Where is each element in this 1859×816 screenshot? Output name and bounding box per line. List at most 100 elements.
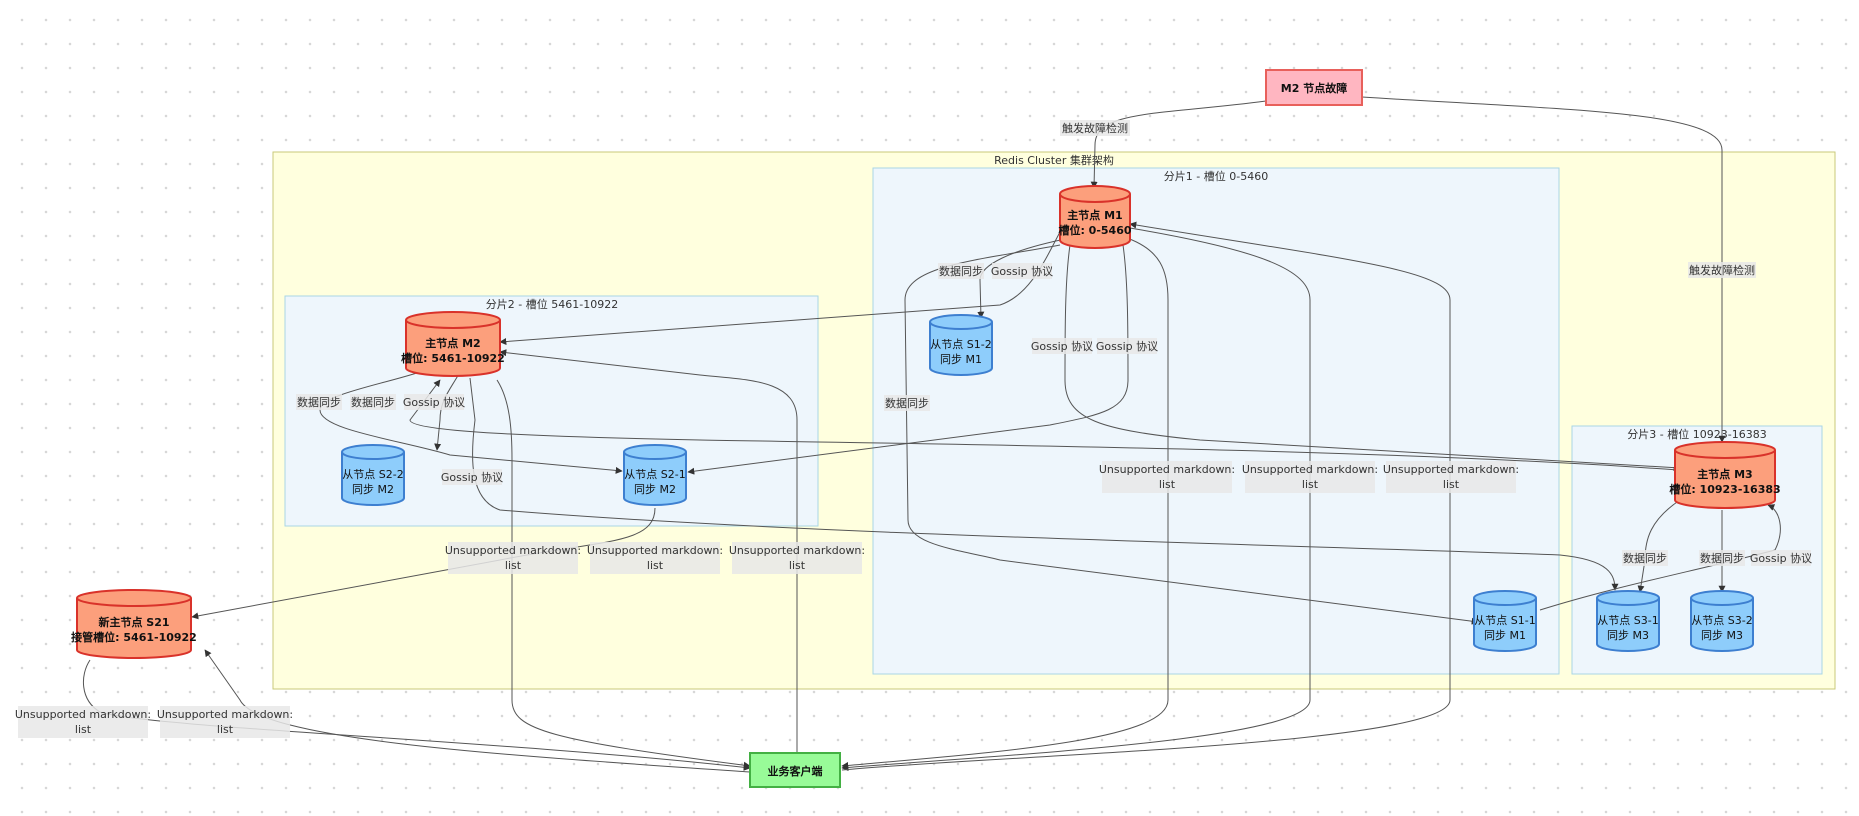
svg-text:Gossip 协议: Gossip 协议	[1096, 339, 1158, 353]
svg-text:list: list	[789, 559, 806, 572]
edge-label-fault-detect-1: 触发故障检测	[1060, 120, 1130, 136]
svg-text:Unsupported markdown:: Unsupported markdown:	[1099, 463, 1235, 476]
svg-text:数据同步: 数据同步	[351, 395, 395, 409]
node-m1-slots: 槽位: 0-5460	[1058, 223, 1131, 237]
nodes: M2 节点故障 业务客户端 主节点 M1 槽位: 0-5460 主节点 M2 槽…	[71, 69, 1781, 788]
edge-label-gossip-s3-1-m2: Gossip 协议	[441, 469, 503, 485]
svg-text:Unsupported markdown:: Unsupported markdown:	[729, 544, 865, 557]
edge-m2-client	[496, 379, 751, 769]
edge-label-unsupported-6: Unsupported markdown: list	[729, 542, 865, 574]
svg-text:list: list	[75, 723, 92, 736]
node-m1[interactable]: 主节点 M1 槽位: 0-5460	[1058, 185, 1132, 249]
svg-text:Unsupported markdown:: Unsupported markdown:	[1242, 463, 1378, 476]
edge-m1-m3-gossip	[1064, 244, 1681, 472]
node-s3-1[interactable]: 从节点 S3-1 同步 M3	[1596, 590, 1660, 652]
edge-client-m2	[499, 349, 798, 752]
node-s3-2-sync: 同步 M3	[1701, 629, 1743, 642]
edge-label-sync-m3-s3-2: 数据同步	[1699, 550, 1745, 566]
node-s1-1[interactable]: 从节点 S1-1 同步 M1	[1473, 590, 1537, 652]
node-s3-1-name: 从节点 S3-1	[1597, 614, 1658, 627]
svg-text:Unsupported markdown:: Unsupported markdown:	[587, 544, 723, 557]
node-s2-2[interactable]: 从节点 S2-2 同步 M2	[341, 444, 405, 506]
node-s1-1-sync: 同步 M1	[1484, 629, 1526, 642]
edge-m1-s1-1	[904, 244, 1479, 625]
svg-text:Gossip 协议: Gossip 协议	[441, 470, 503, 484]
svg-text:触发故障检测: 触发故障检测	[1689, 263, 1755, 277]
edge-label-sync-m2-s2-1: 数据同步	[296, 394, 342, 410]
edge-label-sync-m1-s1-2: 数据同步	[938, 263, 984, 279]
edge-s2-1-m1-gossip	[687, 244, 1129, 475]
node-s3-2[interactable]: 从节点 S3-2 同步 M3	[1690, 590, 1754, 652]
node-s21-slots: 接管槽位: 5461-10922	[71, 630, 197, 644]
edge-label-fault-detect-2: 触发故障检测	[1688, 262, 1756, 278]
node-s21-name: 新主节点 S21	[98, 615, 169, 629]
cluster-shard3-title: 分片3 - 槽位 10923-16383	[1627, 427, 1766, 441]
node-m2[interactable]: 主节点 M2 槽位: 5461-10922	[401, 311, 505, 377]
edge-label-gossip-m1-m3: Gossip 协议	[1031, 338, 1093, 354]
node-s2-1-sync: 同步 M2	[634, 483, 676, 496]
edge-label-sync-m2-s2-2: 数据同步	[350, 394, 396, 410]
node-client[interactable]: 业务客户端	[749, 752, 841, 788]
node-s2-2-sync: 同步 M2	[352, 483, 394, 496]
node-m2-slots: 槽位: 5461-10922	[401, 351, 505, 365]
edge-fault-m3	[1361, 96, 1726, 443]
cluster-redis-title: Redis Cluster 集群架构	[994, 153, 1114, 167]
node-m3-slots: 槽位: 10923-16383	[1669, 482, 1780, 496]
svg-text:Unsupported markdown:: Unsupported markdown:	[445, 544, 581, 557]
svg-text:Gossip 协议: Gossip 协议	[1750, 551, 1812, 565]
svg-text:数据同步: 数据同步	[1623, 551, 1667, 565]
edge-m2-s2-1	[319, 371, 623, 474]
svg-text:list: list	[647, 559, 664, 572]
svg-text:Unsupported markdown:: Unsupported markdown:	[157, 708, 293, 721]
edge-label-gossip-m1-m2: Gossip 协议	[991, 263, 1053, 279]
edge-label-unsupported-7: Unsupported markdown: list	[15, 706, 151, 738]
cluster-shard1-title: 分片1 - 槽位 0-5460	[1164, 169, 1268, 183]
svg-text:数据同步: 数据同步	[885, 396, 929, 410]
node-fault-label: M2 节点故障	[1281, 81, 1347, 95]
edge-label-unsupported-4: Unsupported markdown: list	[445, 542, 581, 574]
edge-m1-client-b	[841, 227, 1311, 771]
svg-text:Unsupported markdown:: Unsupported markdown:	[1383, 463, 1519, 476]
node-s1-2-sync: 同步 M1	[940, 353, 982, 366]
node-s2-1[interactable]: 从节点 S2-1 同步 M2	[623, 444, 687, 506]
node-s1-2-name: 从节点 S1-2	[930, 338, 991, 351]
node-s3-1-sync: 同步 M3	[1607, 629, 1649, 642]
svg-text:数据同步: 数据同步	[1700, 551, 1744, 565]
svg-text:数据同步: 数据同步	[939, 264, 983, 278]
edge-client-m1	[841, 221, 1451, 771]
node-m3-name: 主节点 M3	[1697, 467, 1752, 481]
node-m3[interactable]: 主节点 M3 槽位: 10923-16383	[1669, 441, 1781, 509]
svg-text:list: list	[1443, 478, 1460, 491]
edge-label-gossip-s1-1-m3: Gossip 协议	[1750, 550, 1812, 566]
node-m1-name: 主节点 M1	[1067, 208, 1122, 222]
edge-label-unsupported-5: Unsupported markdown: list	[587, 542, 723, 574]
svg-text:Gossip 协议: Gossip 协议	[403, 395, 465, 409]
edge-m1-client-a	[841, 237, 1169, 769]
edges	[82, 96, 1781, 773]
edge-s3-1-m2-gossip	[469, 377, 1619, 591]
edge-label-sync-m1-s1-1: 数据同步	[884, 395, 930, 411]
node-fault[interactable]: M2 节点故障	[1265, 69, 1363, 106]
svg-text:触发故障检测: 触发故障检测	[1062, 121, 1128, 135]
svg-text:Unsupported markdown:: Unsupported markdown:	[15, 708, 151, 721]
svg-text:数据同步: 数据同步	[297, 395, 341, 409]
edge-label-unsupported-2: Unsupported markdown: list	[1242, 461, 1378, 493]
node-s21[interactable]: 新主节点 S21 接管槽位: 5461-10922	[71, 589, 197, 659]
node-s2-2-name: 从节点 S2-2	[342, 468, 403, 481]
edge-label-gossip-m3-m2: Gossip 协议	[403, 394, 465, 410]
edge-label-unsupported-3: Unsupported markdown: list	[1383, 461, 1519, 493]
node-s1-1-name: 从节点 S1-1	[1474, 614, 1535, 627]
edge-label-unsupported-8: Unsupported markdown: list	[157, 706, 293, 738]
cluster-shard1: 分片1 - 槽位 0-5460	[872, 167, 1560, 675]
svg-text:list: list	[505, 559, 522, 572]
node-s2-1-name: 从节点 S2-1	[624, 468, 685, 481]
edge-label-gossip-s2-1-m1: Gossip 协议	[1096, 338, 1158, 354]
edge-m3-m2-gossip	[409, 379, 1679, 471]
node-s3-2-name: 从节点 S3-2	[1691, 614, 1752, 627]
edge-label-unsupported-1: Unsupported markdown: list	[1099, 461, 1235, 493]
node-s1-2[interactable]: 从节点 S1-2 同步 M1	[929, 314, 993, 376]
node-client-label: 业务客户端	[768, 764, 823, 778]
svg-text:Gossip 协议: Gossip 协议	[1031, 339, 1093, 353]
edge-labels: 触发故障检测 触发故障检测 数据同步 Gossip 协议 数据同步 Gossip…	[15, 120, 1812, 738]
